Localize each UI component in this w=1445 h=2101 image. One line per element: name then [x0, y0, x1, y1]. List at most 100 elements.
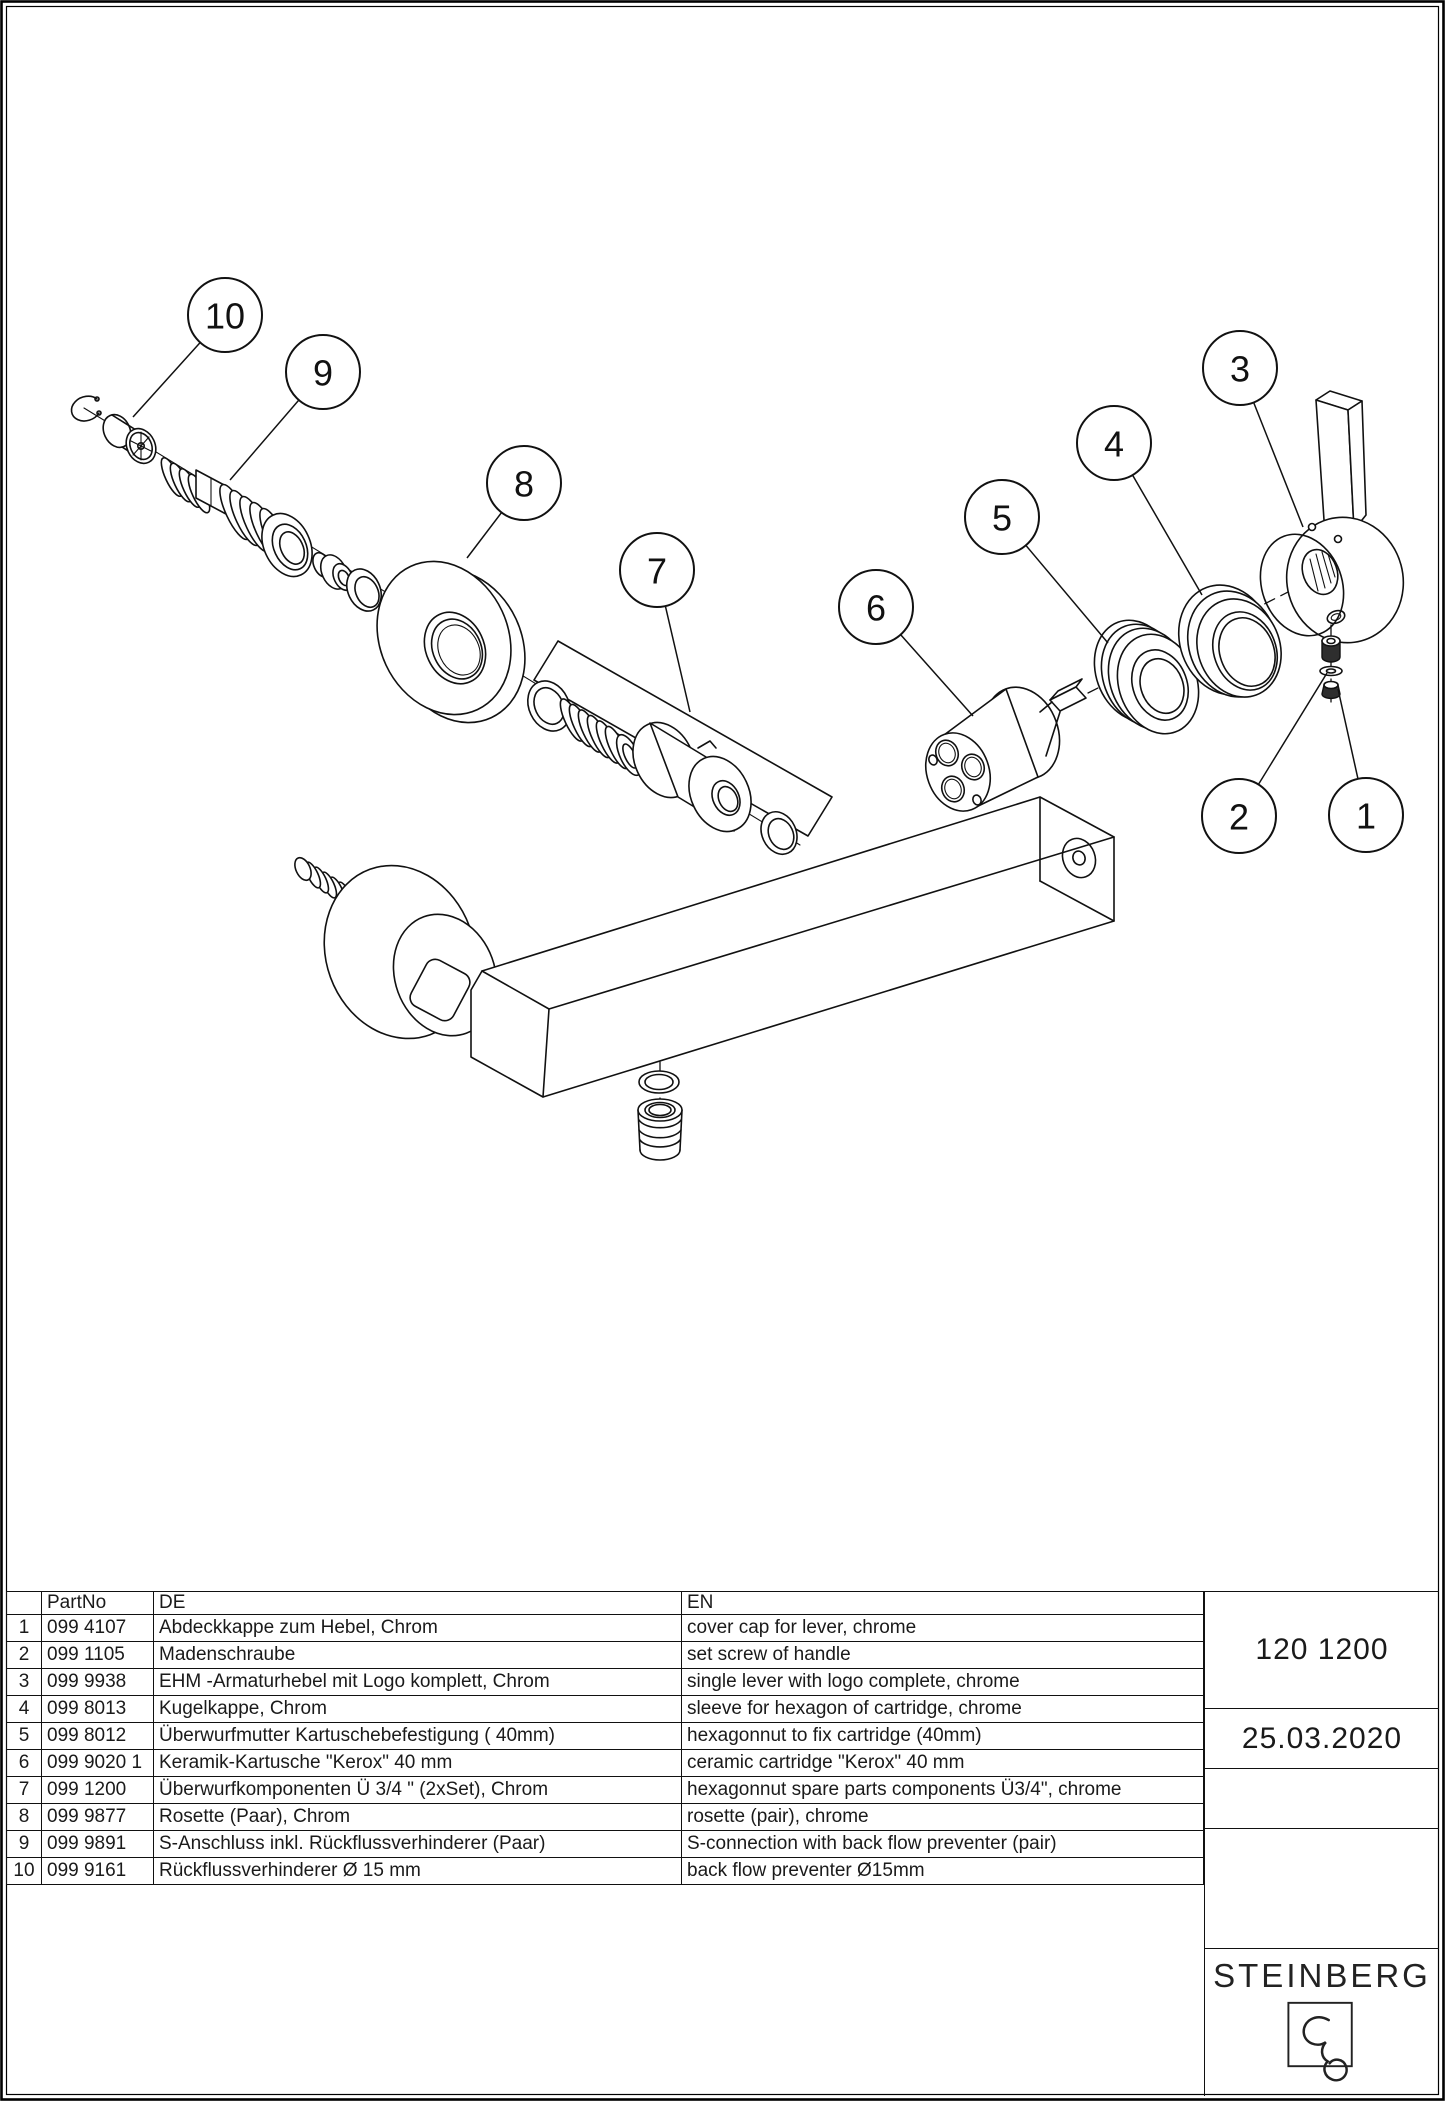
cell-no: 3	[18, 1671, 30, 1692]
cell-partno: 099 8013	[41, 1696, 153, 1722]
cell-partno: 099 4107	[41, 1615, 153, 1641]
cell-en: rosette (pair), chrome	[681, 1804, 1203, 1830]
cell-no: 9	[18, 1833, 30, 1854]
part-screw-and-cap	[1319, 624, 1343, 703]
cell-de: Madenschraube	[153, 1642, 681, 1668]
cell-partno: 099 8012	[41, 1723, 153, 1749]
title-block-empty-cell-2	[1205, 1829, 1439, 1949]
callout-number-4: 4	[1104, 424, 1124, 465]
cell-no: 7	[18, 1779, 30, 1800]
cell-de: Abdeckkappe zum Hebel, Chrom	[153, 1615, 681, 1641]
cell-en: single lever with logo complete, chrome	[681, 1669, 1203, 1695]
cell-de: Überwurfmutter Kartuschebefestigung ( 40…	[153, 1723, 681, 1749]
part-lever	[1259, 390, 1405, 644]
cell-de: Keramik-Kartusche "Kerox" 40 mm	[153, 1750, 681, 1776]
model-number: 120 1200	[1205, 1592, 1439, 1709]
cell-en: back flow preventer Ø15mm	[681, 1858, 1203, 1884]
callout-number-3: 3	[1230, 349, 1250, 390]
cell-no: 2	[18, 1644, 30, 1665]
callout-number-8: 8	[514, 464, 534, 505]
callout-circle-3	[1202, 330, 1278, 406]
cell-de: S-Anschluss inkl. Rückflussverhinderer (…	[153, 1831, 681, 1857]
outlet-aerator	[637, 1098, 683, 1161]
header-de: DE	[153, 1592, 681, 1614]
washer	[1319, 665, 1343, 677]
callout-circle-7	[619, 532, 695, 608]
part-ball-cap	[1177, 584, 1282, 698]
callout-circle-9	[285, 334, 361, 410]
cell-no: 6	[18, 1752, 30, 1773]
set-screw	[1321, 640, 1341, 663]
callout-number-1: 1	[1356, 796, 1376, 837]
cell-no: 8	[18, 1806, 30, 1827]
callout-circle-5	[964, 479, 1040, 555]
cell-de: Rückflussverhinderer Ø 15 mm	[153, 1858, 681, 1884]
cell-en: set screw of handle	[681, 1642, 1203, 1668]
drawing-date: 25.03.2020	[1205, 1709, 1439, 1769]
callout-circle-2	[1201, 778, 1277, 854]
cell-en: sleeve for hexagon of cartridge, chrome	[681, 1696, 1203, 1722]
cell-partno: 099 9938	[41, 1669, 153, 1695]
cell-no: 1	[18, 1617, 30, 1638]
brand-cell: STEINBERG	[1205, 1949, 1439, 2095]
callout-circle-10	[187, 277, 263, 353]
cell-no: 4	[18, 1698, 30, 1719]
header-no	[7, 1592, 41, 1614]
body-bar	[470, 796, 1115, 1098]
cartridge-seat-hole	[1061, 837, 1097, 879]
callout-circle-1	[1328, 777, 1404, 853]
cell-partno: 099 9161	[41, 1858, 153, 1884]
cell-en: S-connection with back flow preventer (p…	[681, 1831, 1203, 1857]
callout-number-10: 10	[205, 296, 245, 337]
cell-partno: 099 9877	[41, 1804, 153, 1830]
title-block-empty-cell-1	[1205, 1769, 1439, 1829]
callout-number-5: 5	[992, 498, 1012, 539]
cell-partno: 099 1105	[41, 1642, 153, 1668]
part-union-components	[527, 680, 798, 855]
header-en: EN	[681, 1592, 1203, 1614]
cell-en: cover cap for lever, chrome	[681, 1615, 1203, 1641]
callout-circle-4	[1076, 405, 1152, 481]
part-backflow-preventer	[70, 395, 157, 465]
callout-circle-8	[486, 445, 562, 521]
callout-circle-6	[838, 569, 914, 645]
cell-no: 5	[18, 1725, 30, 1746]
callout-number-6: 6	[866, 588, 886, 629]
cell-no: 10	[13, 1860, 35, 1881]
brand-name: STEINBERG	[1213, 1957, 1431, 1994]
cell-en: ceramic cartridge "Kerox" 40 mm	[681, 1750, 1203, 1776]
header-partno: PartNo	[41, 1592, 153, 1614]
cell-de: Rosette (Paar), Chrom	[153, 1804, 681, 1830]
cell-partno: 099 1200	[41, 1777, 153, 1803]
cell-de: EHM -Armaturhebel mit Logo komplett, Chr…	[153, 1669, 681, 1695]
callout-number-2: 2	[1229, 797, 1249, 838]
cell-partno: 099 9891	[41, 1831, 153, 1857]
cell-en: hexagonnut spare parts components Ü3/4",…	[681, 1777, 1203, 1803]
steinberg-logo-mark	[1287, 2001, 1353, 2082]
part-ceramic-cartridge	[925, 678, 1087, 812]
part-mixer-body	[294, 796, 1115, 1161]
callout-number-9: 9	[313, 353, 333, 394]
cell-partno: 099 9020 1	[41, 1750, 153, 1776]
cell-de: Überwurfkomponenten Ü 3/4 " (2xSet), Chr…	[153, 1777, 681, 1803]
lever-body	[1285, 516, 1405, 644]
part-s-connection	[160, 456, 383, 612]
part-rosette	[376, 560, 526, 724]
cell-de: Kugelkappe, Chrom	[153, 1696, 681, 1722]
